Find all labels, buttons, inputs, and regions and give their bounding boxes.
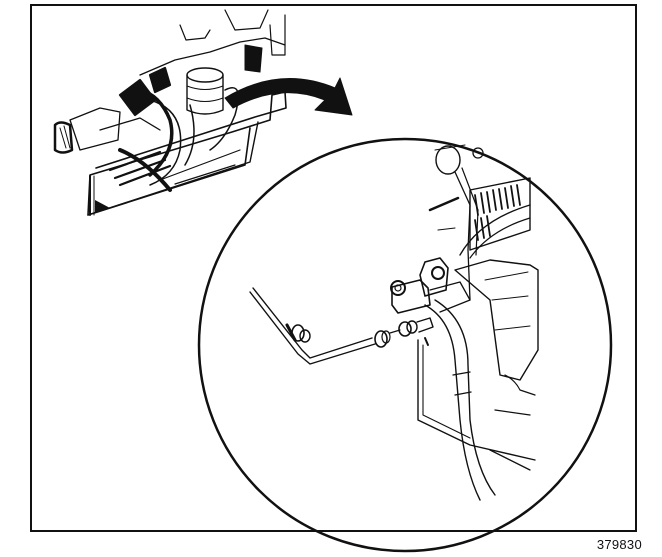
refrigerant-line <box>252 287 373 359</box>
accumulator <box>186 67 224 83</box>
hose-4 <box>209 87 240 151</box>
callout-arrow <box>224 77 353 116</box>
detail-circle <box>197 137 613 553</box>
corner-shade <box>95 200 110 213</box>
line-ferrule <box>374 330 388 348</box>
overview-view <box>53 9 353 216</box>
module-bottom-edge <box>87 121 259 216</box>
fitting-nut-left <box>285 323 311 343</box>
detail-view <box>249 144 539 501</box>
evaporator-core <box>469 177 531 251</box>
fitting-block <box>391 279 431 314</box>
hose-2 <box>149 99 182 186</box>
figure-frame <box>30 4 637 532</box>
figure-number: 379830 <box>596 537 642 552</box>
hose-large <box>424 304 481 501</box>
hvac-housing <box>454 259 539 381</box>
module-pan <box>417 339 536 461</box>
hose-3 <box>184 104 195 166</box>
